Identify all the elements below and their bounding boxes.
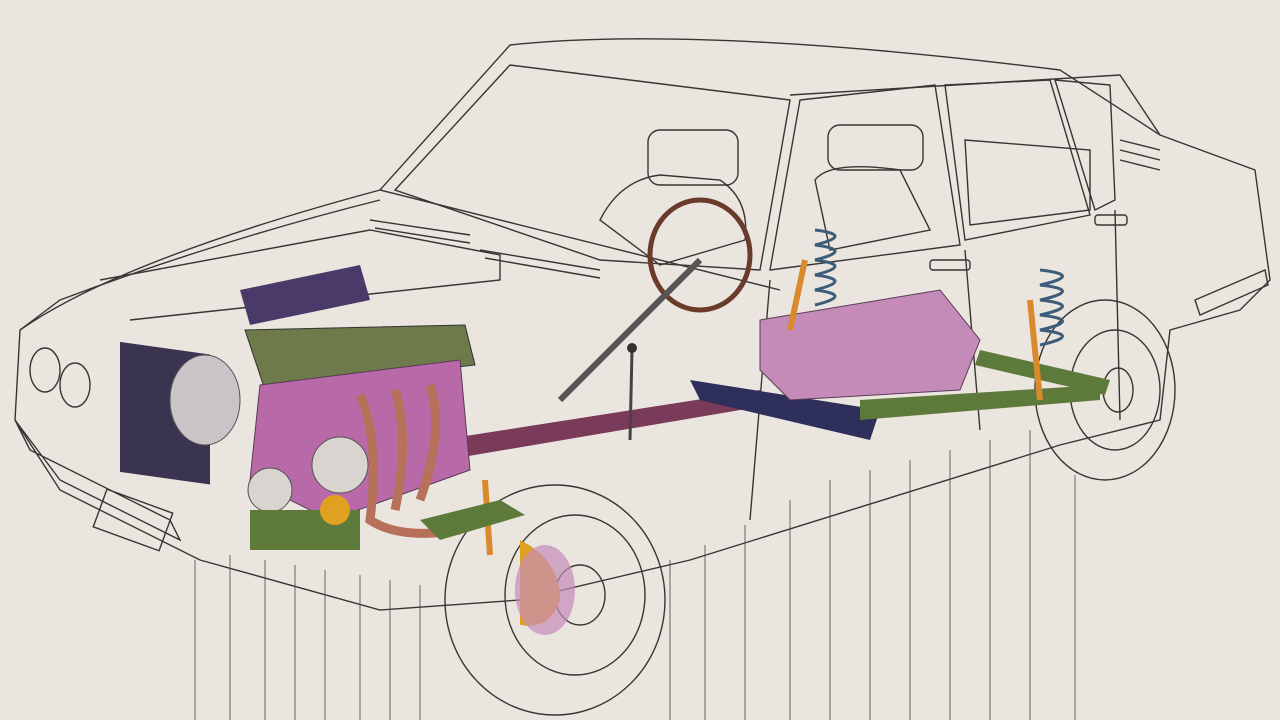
oil-filter: [320, 495, 350, 525]
fan: [169, 354, 241, 446]
subframe: [690, 380, 880, 440]
front-wheel: [444, 484, 666, 716]
alternator: [311, 436, 369, 494]
leader-lines: [194, 430, 1076, 720]
car-body-outline: [14, 38, 1271, 611]
gear-knob: [627, 343, 637, 353]
steering-column: [557, 257, 703, 403]
drivetrain: [440, 289, 1110, 460]
exhaust-manifold: [355, 383, 461, 538]
front-control-arm: [420, 500, 525, 540]
air-filter: [240, 265, 370, 325]
cylinder-head: [244, 324, 476, 391]
brake-disc: [515, 545, 575, 635]
driveshaft: [440, 390, 770, 460]
engine: [120, 265, 476, 550]
rear-springs: [814, 228, 1064, 347]
rear-gearbox: [759, 289, 981, 401]
gear-lever: [628, 349, 634, 441]
pulley: [247, 467, 293, 513]
rear-axle: [975, 350, 1110, 395]
steering-wheel: [557, 197, 753, 403]
